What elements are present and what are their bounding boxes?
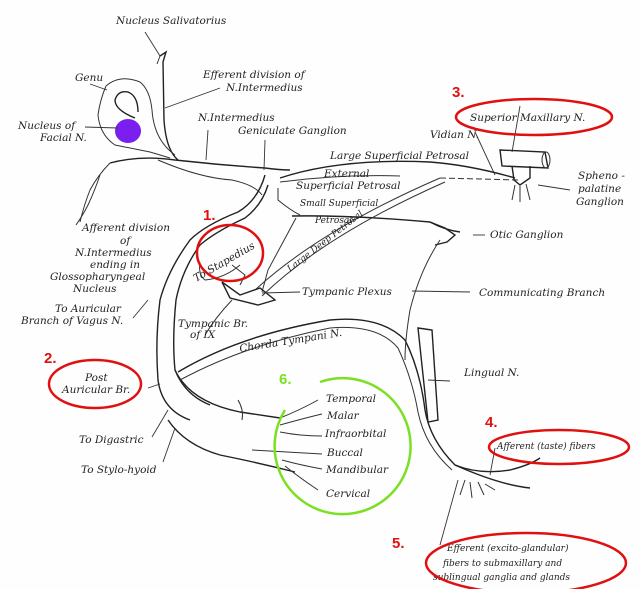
label-chorda-tympani: Chorda Tympani N. bbox=[239, 327, 343, 355]
label-spheno-3: Ganglion bbox=[576, 196, 624, 208]
label-to-auricular-1: To Auricular bbox=[55, 303, 122, 315]
otic-ganglion-shape bbox=[429, 221, 457, 246]
n-intermedius-trunk bbox=[109, 157, 291, 171]
label-efferent-division-1: Efferent division of bbox=[202, 69, 307, 81]
label-efferent-glandular-3: sublingual ganglia and glands bbox=[433, 573, 570, 583]
label-geniculate-ganglion: Geniculate Ganglion bbox=[238, 125, 347, 137]
large-deep-petrosal-nerve bbox=[254, 177, 441, 291]
facial-canal-outer bbox=[156, 174, 266, 421]
annotation-circle-1 bbox=[195, 223, 265, 283]
annotation-circle-4 bbox=[487, 428, 631, 466]
label-branch-cervical: Cervical bbox=[326, 488, 370, 500]
label-spheno-1: Spheno - bbox=[578, 170, 625, 182]
lingual-nerve-shape bbox=[417, 327, 439, 423]
label-spheno-2: palatine bbox=[578, 183, 621, 195]
label-small-superficial-2: Petrosal bbox=[314, 216, 352, 226]
leader-lines bbox=[84, 31, 571, 546]
annotation-circle-5 bbox=[424, 531, 628, 589]
label-afferent-taste: Afferent (taste) fibers bbox=[496, 441, 596, 452]
label-tympanic-br-1: Tympanic Br. bbox=[178, 318, 248, 330]
label-external-1: External bbox=[323, 168, 369, 180]
label-lingual: Lingual N. bbox=[463, 367, 519, 379]
svg-text:Nucleus: Nucleus bbox=[72, 283, 117, 295]
label-to-stylohyoid: To Stylo-hyoid bbox=[81, 464, 157, 476]
label-tympanic-plexus: Tympanic Plexus bbox=[302, 286, 393, 298]
superior-maxillary-cylinder bbox=[499, 149, 549, 169]
label-tympanic-br-2: of IX bbox=[190, 329, 216, 341]
annotation-number-4: 4. bbox=[485, 414, 498, 431]
facial-canal-inner bbox=[173, 184, 269, 406]
annotations: 1. 2. 3. 4. 5. 6. bbox=[44, 84, 631, 589]
annotation-number-2: 2. bbox=[44, 350, 57, 367]
label-afferent-division: Afferent division of N.Intermedius endin… bbox=[50, 222, 170, 295]
label-genu: Genu bbox=[75, 72, 103, 84]
label-external-2: Superficial Petrosal bbox=[296, 180, 400, 192]
small-superficial-petrosal-nerve bbox=[291, 215, 461, 233]
annotation-number-5: 5. bbox=[392, 535, 405, 552]
label-efferent-glandular-1: Efferent (excito-glandular) bbox=[446, 543, 569, 554]
label-nucleus-salivatorius: Nucleus Salivatorius bbox=[115, 15, 227, 27]
label-post-auricular-1: Post bbox=[84, 372, 108, 384]
label-branch-malar: Malar bbox=[326, 410, 360, 422]
label-branch-infraorbital: Infraorbital bbox=[324, 428, 386, 440]
label-branch-mandibular: Mandibular bbox=[325, 464, 389, 476]
annotation-number-1: 1. bbox=[203, 207, 216, 224]
label-facial-branches: Temporal Malar Infraorbital Buccal Mandi… bbox=[324, 393, 389, 500]
label-to-auricular-2: Branch of Vagus N. bbox=[20, 315, 123, 327]
annotation-circle-2 bbox=[47, 358, 143, 410]
label-large-superficial-petrosal: Large Superficial Petrosal bbox=[329, 150, 469, 162]
label-nucleus-facial-1: Nucleus of bbox=[17, 120, 77, 132]
salivatorius-stem bbox=[159, 50, 179, 161]
label-branch-buccal: Buccal bbox=[326, 447, 363, 459]
label-branch-temporal: Temporal bbox=[326, 393, 376, 405]
genu-outer bbox=[97, 85, 171, 159]
label-otic-ganglion: Otic Ganglion bbox=[490, 229, 564, 241]
svg-text:Afferent division: Afferent division bbox=[81, 222, 170, 234]
label-small-superficial-1: Small Superficial bbox=[300, 199, 378, 209]
svg-text:Glossopharyngeal: Glossopharyngeal bbox=[50, 271, 145, 283]
label-n-intermedius: N.Intermedius bbox=[197, 112, 275, 124]
label-superior-maxillary: Superior Maxillary N. bbox=[470, 112, 585, 124]
sphenopalatine-ganglion-shape bbox=[511, 165, 531, 186]
facial-branches-lines bbox=[251, 399, 323, 491]
label-vidian: Vidian N. bbox=[430, 129, 479, 141]
svg-text:ending in: ending in bbox=[90, 259, 140, 271]
svg-text:N.Intermedius: N.Intermedius bbox=[74, 247, 152, 259]
afferent-division-nerve bbox=[79, 162, 111, 223]
annotation-circle-6 bbox=[273, 376, 412, 516]
annotation-number-3: 3. bbox=[452, 84, 465, 101]
label-to-digastric: To Digastric bbox=[79, 434, 144, 446]
tympanic-plexus-shape bbox=[221, 281, 277, 306]
large-superficial-petrosal-nerve bbox=[279, 160, 516, 179]
label-communicating-branch: Communicating Branch bbox=[479, 287, 605, 299]
label-nucleus-facial-2: Facial N. bbox=[39, 132, 87, 144]
nucleus-of-facial-marker bbox=[115, 119, 141, 143]
annotation-circle-3 bbox=[454, 97, 614, 137]
label-post-auricular-2: Auricular Br. bbox=[61, 384, 130, 396]
genu-inner bbox=[114, 90, 139, 119]
label-efferent-glandular-2: fibers to submaxillary and bbox=[442, 559, 562, 569]
annotation-number-6: 6. bbox=[279, 371, 292, 388]
svg-text:of: of bbox=[120, 235, 132, 247]
nerve-structure bbox=[75, 50, 551, 499]
label-efferent-division-2: N.Intermedius bbox=[225, 82, 303, 94]
